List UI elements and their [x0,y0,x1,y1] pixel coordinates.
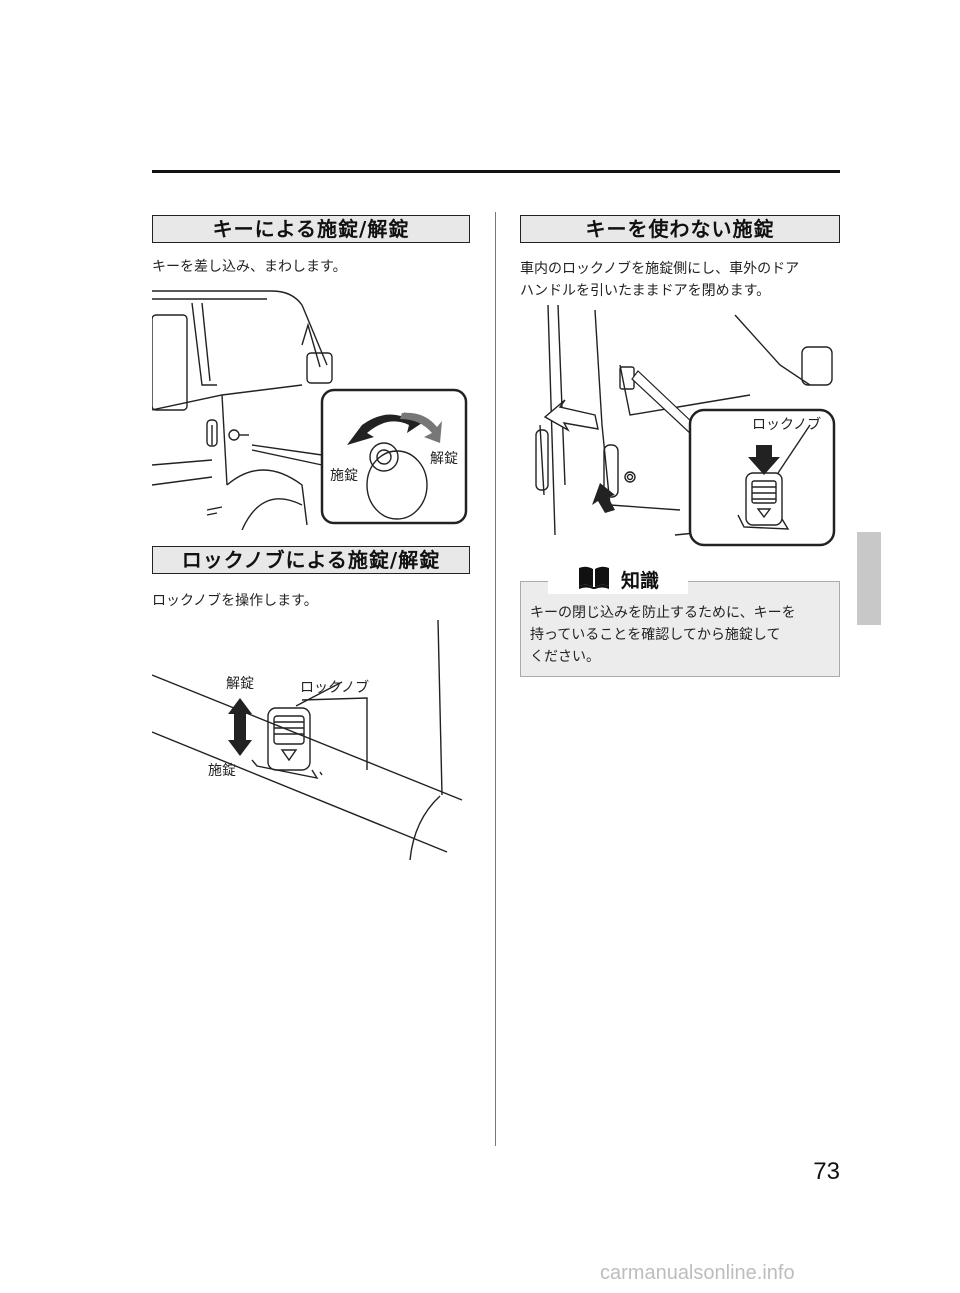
knob-lock-label-unlock: 解錠 [226,676,254,692]
keyless-lock-illustration: ロックノブ [520,305,840,550]
knob-lock-label-knob: ロックノブ [300,679,369,696]
key-lock-label-lock: 施錠 [330,468,358,484]
note-line-2: 持っていることを確認してから施錠して [530,627,781,643]
page-number: 73 [813,1158,840,1185]
note-line-3: ください。 [530,649,600,665]
watermark: carmanualsonline.info [600,1262,795,1284]
note-box [520,581,840,677]
knob-lock-label-lock: 施錠 [208,763,236,779]
section-heading-key-lock: キーによる施錠/解錠 [152,215,470,243]
chapter-tab [857,532,881,625]
note-text: キーの閉じ込みを防止するために、キーを 持っていることを確認してから施錠して く… [530,602,835,668]
key-lock-body: キーを差し込み、まわします。 [152,259,347,275]
key-lock-illustration: 施錠 解錠 [152,285,470,530]
note-line-1: キーの閉じ込みを防止するために、キーを [530,605,796,621]
key-lock-label-unlock: 解錠 [430,451,458,467]
knob-lock-illustration: 解錠 ロックノブ 施錠 [152,620,470,865]
section-heading-knob-lock: ロックノブによる施錠/解錠 [152,546,470,574]
note-title: 知識 [620,569,659,592]
keyless-lock-body-line1: 車内のロックノブを施錠側にし、車外のドア [520,261,800,277]
top-rule [152,170,840,173]
section-heading-keyless-lock: キーを使わない施錠 [520,215,840,243]
book-icon [577,565,611,593]
keyless-lock-label-knob: ロックノブ [752,416,821,433]
column-divider [495,212,496,1146]
note-title-wrap: 知識 [548,564,688,594]
knob-lock-body: ロックノブを操作します。 [152,593,318,609]
keyless-lock-body-line2: ハンドルを引いたままドアを閉めます。 [520,283,771,299]
